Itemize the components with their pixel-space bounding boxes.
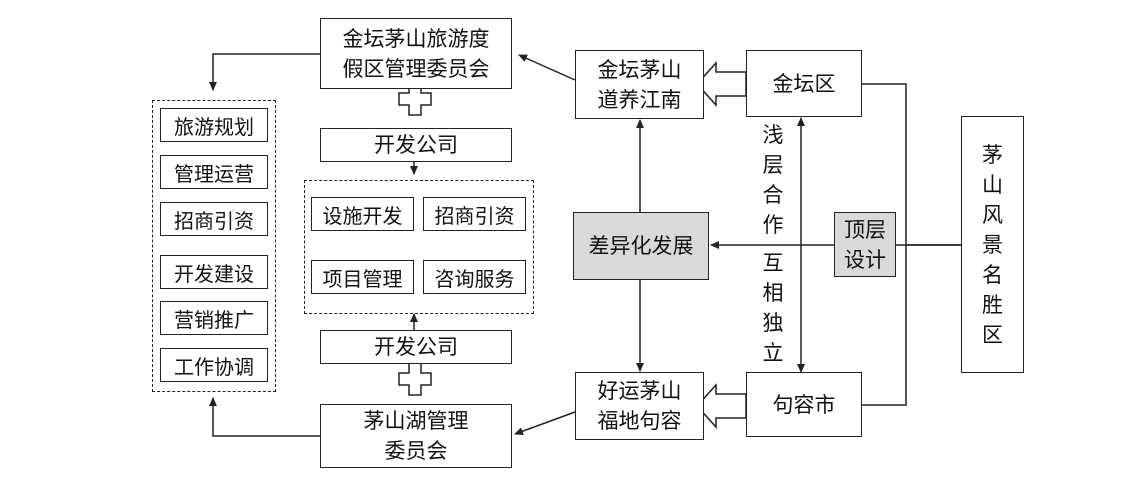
lake-committee-line2: 委员会 <box>384 439 448 463</box>
arrow-committee-to-functions <box>209 53 320 91</box>
jurong-brand-line1: 好运茅山 <box>597 379 682 403</box>
function-item: 工作协调 <box>160 348 268 382</box>
plus-icon-bottom <box>398 362 432 396</box>
scenic-char: 风 <box>982 202 1003 227</box>
vchar: 合 <box>762 183 784 207</box>
function-label: 工作协调 <box>174 354 254 379</box>
vchar: 作 <box>762 213 784 237</box>
dev-company-bottom: 开发公司 <box>320 330 512 364</box>
service-item: 咨询服务 <box>423 260 526 294</box>
top-design-line1: 顶层 <box>844 217 886 242</box>
function-item: 招商引资 <box>160 202 268 236</box>
jurong-brand-box: 好运茅山 福地句容 <box>575 372 704 440</box>
dev-company-top-label: 开发公司 <box>374 133 458 157</box>
vchar: 互 <box>762 251 784 275</box>
function-item: 营销推广 <box>160 301 268 335</box>
jintan-brand-line2: 道养江南 <box>597 87 682 112</box>
scenic-char: 山 <box>982 172 1003 197</box>
vchar: 相 <box>762 281 784 305</box>
scenic-char: 景 <box>982 232 1003 257</box>
function-label: 招商引资 <box>174 208 254 233</box>
vchar: 立 <box>762 341 784 365</box>
arrow-lake-committee-to-functions <box>209 397 320 437</box>
dev-company-bottom-label: 开发公司 <box>374 335 458 359</box>
jintan-brand-line1: 金坛茅山 <box>597 57 682 82</box>
jurong-brand-line2: 福地句容 <box>597 409 682 433</box>
jintan-brand-box: 金坛茅山 道养江南 <box>575 50 704 119</box>
service-label: 咨询服务 <box>434 266 515 291</box>
function-label: 营销推广 <box>174 307 254 332</box>
jintan-committee-line2: 假区管理委员会 <box>342 56 490 81</box>
arrow-jintan-brand-to-committee <box>518 54 576 81</box>
function-item: 旅游规划 <box>160 108 268 142</box>
scenic-char: 区 <box>982 322 1003 347</box>
function-item: 开发建设 <box>160 255 268 289</box>
maoshan-scenic-area-box: 茅 山 风 景 名 胜 区 <box>961 116 1024 373</box>
service-item: 项目管理 <box>311 260 414 294</box>
jintan-committee-line1: 金坛茅山旅游度 <box>342 26 490 51</box>
dev-company-top: 开发公司 <box>320 128 512 162</box>
vchar: 浅 <box>762 123 784 147</box>
service-label: 项目管理 <box>322 266 403 291</box>
hollow-arrow-bottom <box>695 383 747 429</box>
jurong-city-label: 句容市 <box>772 392 836 417</box>
vchar: 独 <box>762 311 784 335</box>
service-label: 招商引资 <box>434 203 515 228</box>
top-design-line2: 设计 <box>844 247 886 272</box>
differentiation-box: 差异化发展 <box>573 212 709 280</box>
function-label: 管理运营 <box>174 161 254 186</box>
scenic-char: 茅 <box>982 142 1003 167</box>
function-label: 开发建设 <box>174 261 254 286</box>
differentiation-label: 差异化发展 <box>588 234 694 258</box>
arrow-jurong-brand-to-lake <box>514 411 576 436</box>
hollow-arrow-top <box>695 61 747 107</box>
top-design-box: 顶层 设计 <box>834 212 896 277</box>
service-item: 设施开发 <box>311 197 414 231</box>
scenic-char: 胜 <box>982 292 1003 317</box>
scenic-char: 名 <box>982 262 1003 287</box>
function-label: 旅游规划 <box>174 114 254 139</box>
jintan-committee-box: 金坛茅山旅游度 假区管理委员会 <box>320 18 512 89</box>
mutual-independence-label: 互 相 独 立 <box>760 248 786 368</box>
jurong-city-box: 句容市 <box>746 372 862 437</box>
function-item: 管理运营 <box>160 155 268 189</box>
services-group <box>304 180 534 314</box>
shallow-cooperation-label: 浅 层 合 作 <box>760 120 786 240</box>
lake-committee-line1: 茅山湖管理 <box>363 409 469 433</box>
jintan-district-label: 金坛区 <box>772 71 836 96</box>
vchar: 层 <box>762 153 784 177</box>
service-label: 设施开发 <box>322 203 403 228</box>
maoshan-lake-committee-box: 茅山湖管理 委员会 <box>320 404 512 468</box>
jintan-district-box: 金坛区 <box>746 50 862 117</box>
service-item: 招商引资 <box>423 197 526 231</box>
functions-group <box>152 100 276 392</box>
